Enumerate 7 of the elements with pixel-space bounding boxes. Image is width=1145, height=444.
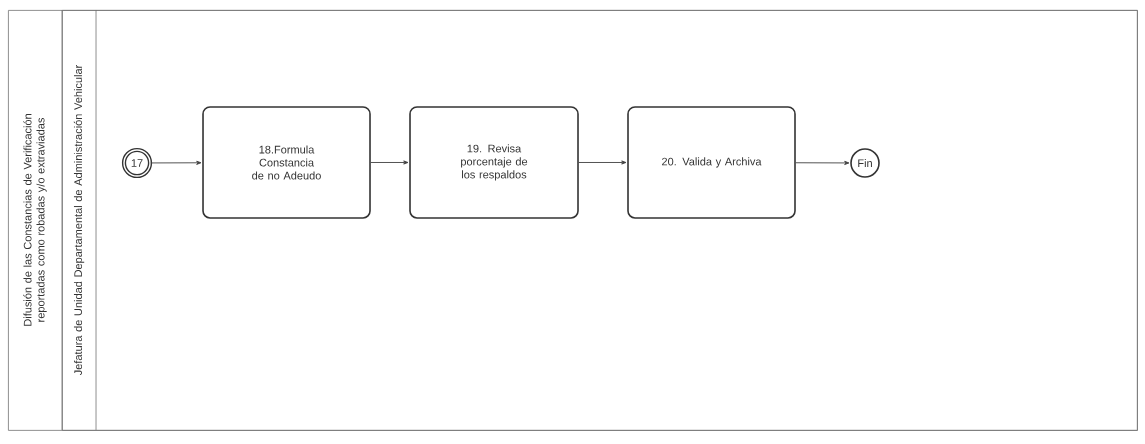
arrow	[150, 160, 202, 165]
arrow	[578, 160, 627, 165]
task-box: 20. Valida y Archiva	[627, 106, 796, 219]
task-box: 18.Formula Constancia de no Adeudo	[202, 106, 371, 219]
arrow	[795, 160, 850, 165]
task-box: 19. Revisa porcentaje de los respaldos	[409, 106, 579, 219]
arrow	[370, 160, 409, 165]
